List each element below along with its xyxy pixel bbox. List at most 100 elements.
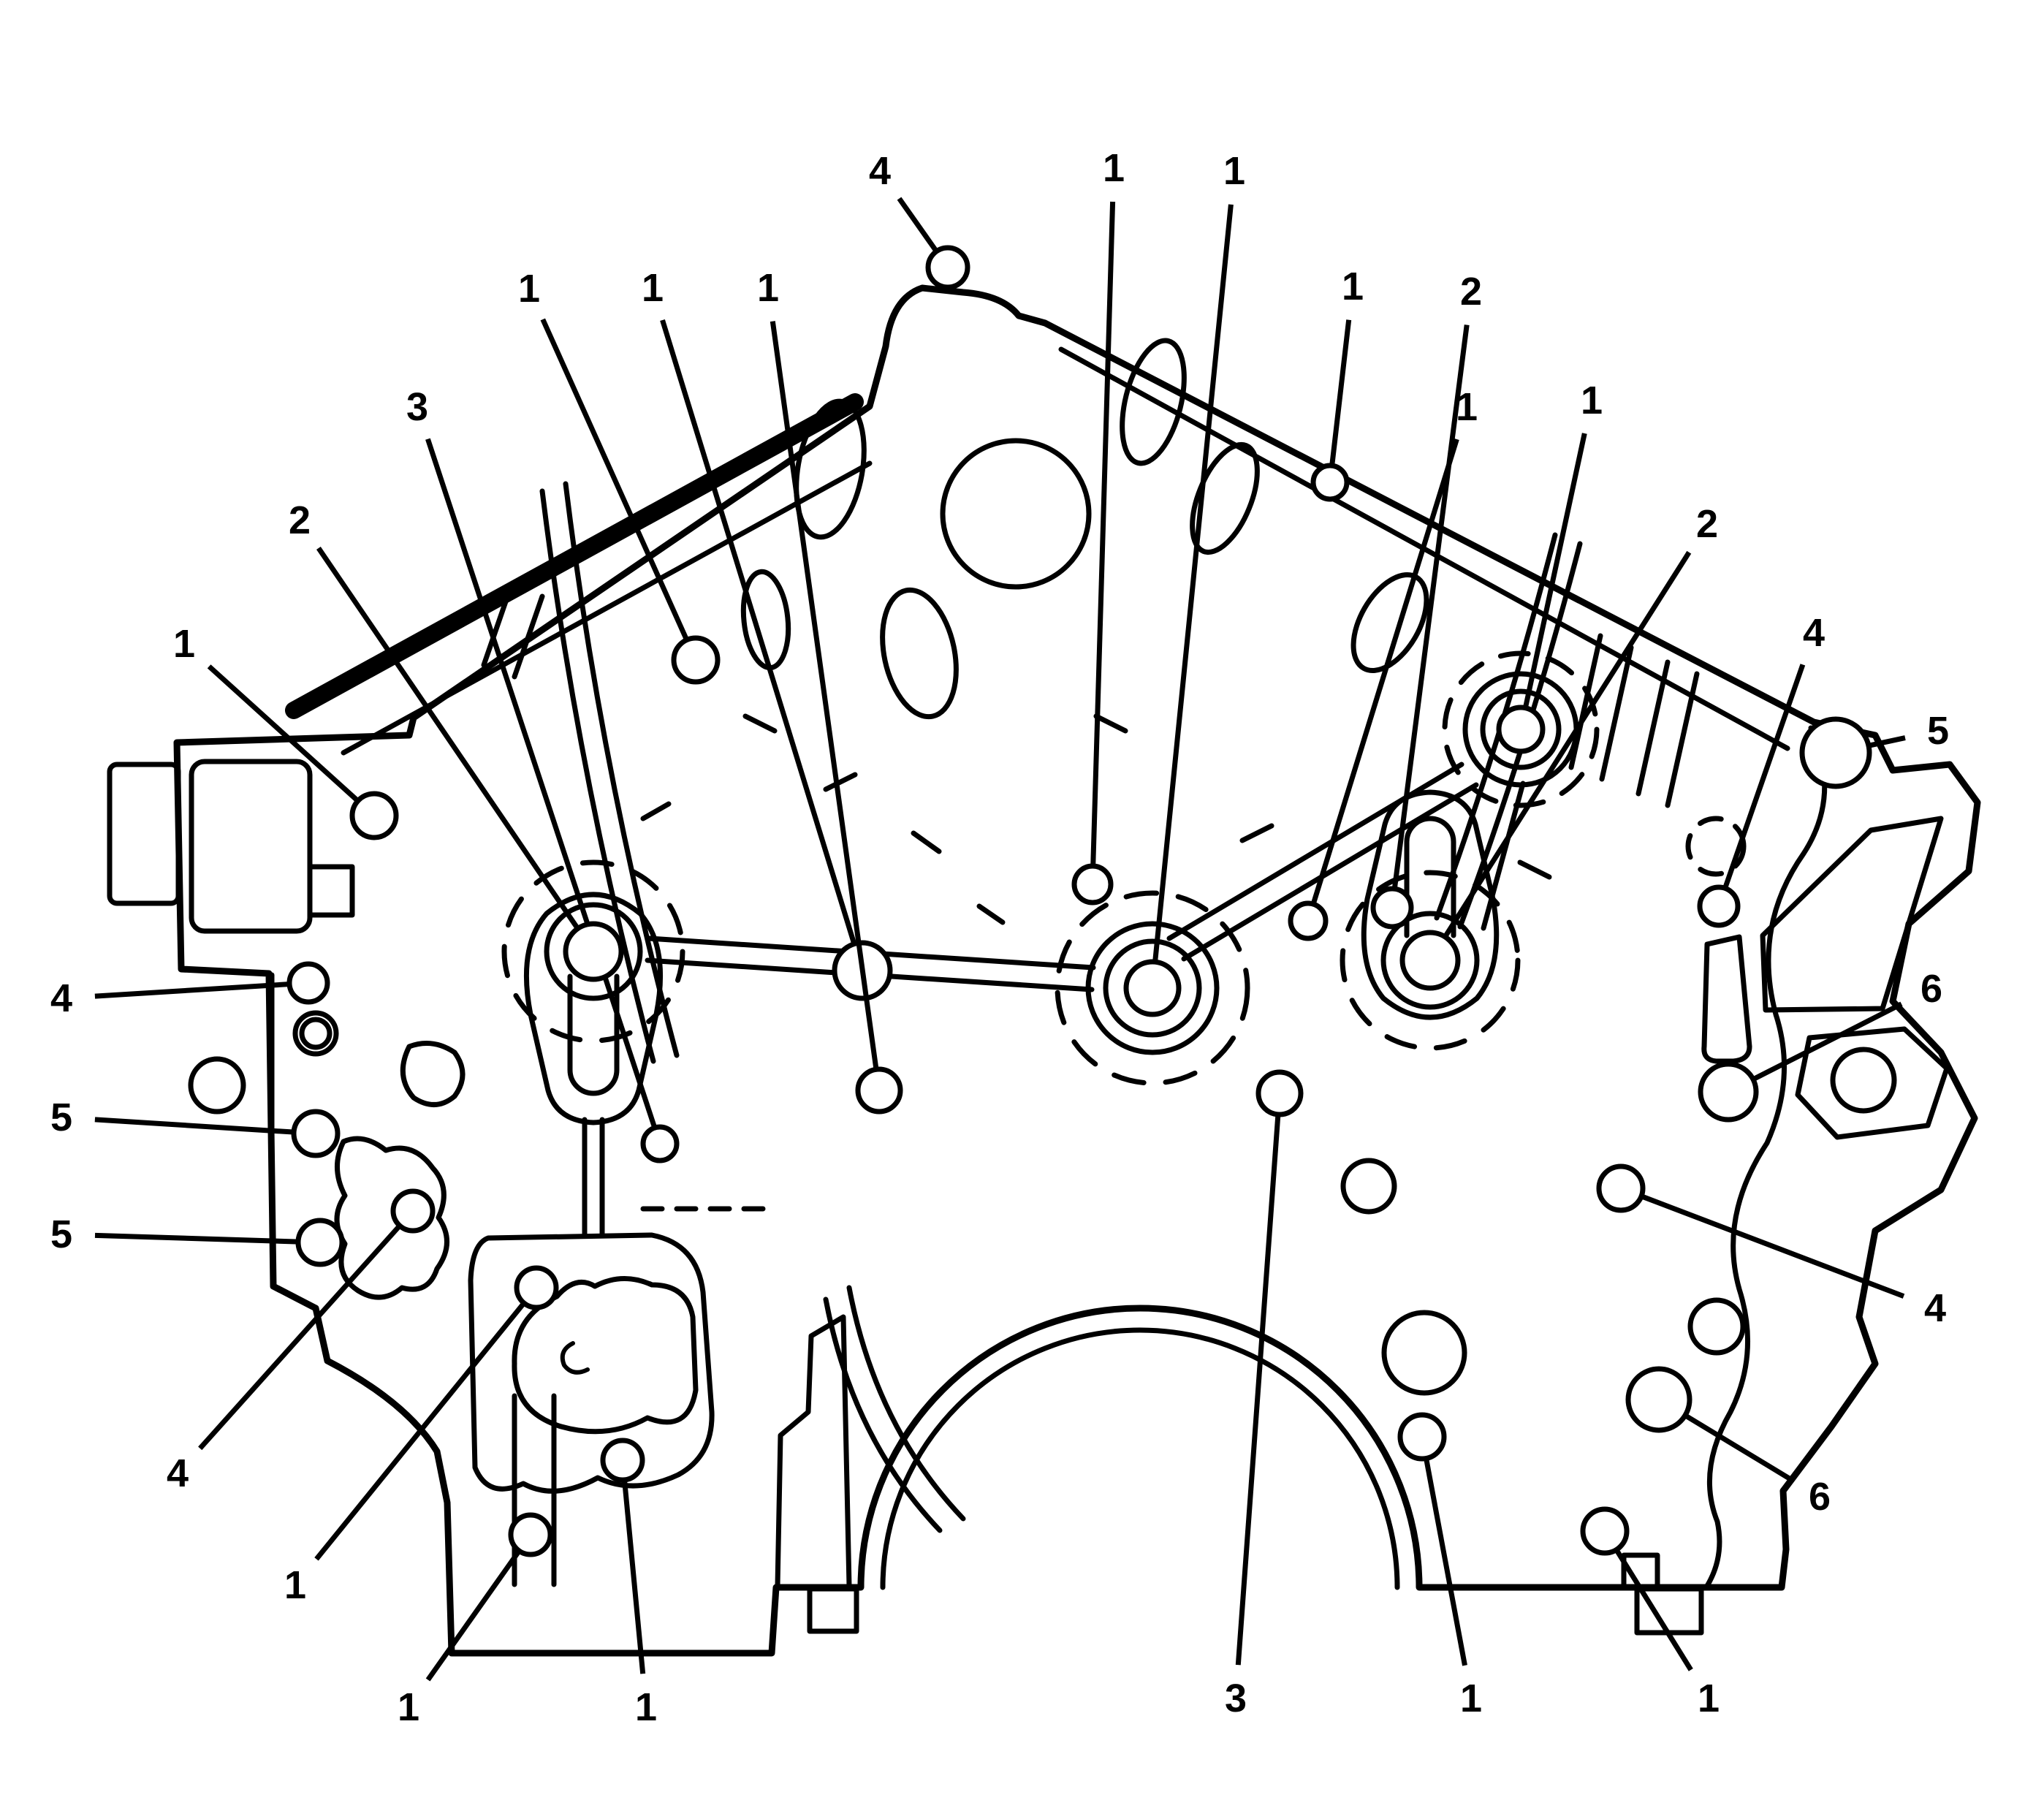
- callout-6-27: 6: [1625, 1366, 1831, 1519]
- callout-number: 1: [398, 1685, 419, 1729]
- bolt-hole: [1697, 884, 1741, 928]
- bolt-hole: [1698, 1061, 1759, 1123]
- callout-number: 1: [1460, 1677, 1482, 1720]
- bolt-hole: [1255, 1069, 1304, 1117]
- bolt-hole: [1596, 1163, 1646, 1213]
- callout-1-23: 1: [600, 1438, 657, 1729]
- callout-number: 4: [1924, 1286, 1946, 1330]
- base-feet: [807, 1586, 1704, 1636]
- bolt-hole: [640, 1124, 680, 1163]
- arch-step: [775, 1314, 852, 1589]
- engine-line-art: [107, 284, 1981, 1657]
- leader-line: [1329, 319, 1352, 464]
- callout-1-8: 1: [173, 622, 399, 840]
- callout-number: 6: [1920, 967, 1942, 1011]
- leader-line: [207, 664, 358, 802]
- callout-number: 3: [406, 385, 428, 429]
- leader-line: [198, 1225, 400, 1451]
- callout-number: 1: [173, 622, 195, 666]
- callout-1-3: 1: [518, 267, 721, 685]
- callout-number: 1: [1456, 385, 1478, 429]
- leader-line: [1392, 324, 1470, 887]
- bolt-hole: [1496, 705, 1546, 754]
- callout-4-17: 4: [50, 961, 330, 1020]
- callout-number: 1: [1223, 149, 1245, 193]
- callout-number: 5: [1927, 709, 1949, 753]
- callout-6-16: 6: [1698, 967, 1942, 1123]
- bolt-hole: [1399, 930, 1461, 991]
- engine-outline: [173, 284, 1981, 1657]
- callout-number: 3: [1225, 1677, 1247, 1720]
- leader-line: [622, 1481, 646, 1674]
- callout-5-18: 5: [50, 1096, 341, 1158]
- leader-line: [1311, 438, 1459, 903]
- leader-line: [1235, 1116, 1281, 1666]
- leader-line: [94, 982, 288, 999]
- callout-5-19: 5: [50, 1212, 345, 1267]
- leader-line: [770, 321, 879, 1068]
- leader-line: [425, 1551, 520, 1682]
- callout-number: 1: [284, 1563, 306, 1607]
- bolt-hole: [1397, 1412, 1447, 1462]
- callout-number: 2: [1460, 270, 1482, 314]
- callout-4-14: 4: [1697, 611, 1825, 928]
- bolt-hole: [563, 921, 624, 982]
- callout-number: 1: [635, 1685, 657, 1729]
- leader-line: [316, 547, 579, 929]
- callout-4-20: 4: [167, 1188, 436, 1495]
- callout-number: 4: [1803, 611, 1825, 655]
- callout-1-11: 1: [1288, 385, 1478, 941]
- bolt-hole: [291, 1109, 341, 1158]
- callout-number: 1: [1103, 146, 1125, 190]
- bolt-hole: [1370, 886, 1414, 930]
- bolt-hole: [855, 1066, 903, 1115]
- bolt-hole: [1625, 1366, 1692, 1433]
- callout-1-12: 1: [1496, 379, 1603, 754]
- casting-detail-ticks: [640, 713, 1552, 925]
- leader-line: [1642, 1194, 1905, 1299]
- callout-number: 5: [50, 1096, 72, 1139]
- leader-line: [1723, 664, 1806, 887]
- bolt-hole: [925, 245, 970, 290]
- callout-number: 1: [642, 266, 664, 310]
- leader-line: [1090, 201, 1116, 865]
- leader-line: [540, 318, 688, 639]
- leader-line: [1444, 550, 1692, 937]
- leader-line: [94, 1232, 297, 1245]
- leader-line: [1152, 204, 1234, 960]
- bolt-hole: [390, 1188, 436, 1234]
- callout-3-24: 3: [1225, 1069, 1304, 1720]
- callout-2-13: 2: [1399, 502, 1718, 991]
- camshaft-boss-left: [1055, 890, 1250, 1086]
- callout-number: 6: [1809, 1475, 1831, 1519]
- callout-1-26: 1: [1580, 1506, 1720, 1720]
- leader-line: [1754, 1001, 1903, 1081]
- bolt-hole: [1071, 863, 1114, 906]
- bolt-hole: [1799, 716, 1872, 789]
- left-mount-block: [107, 759, 355, 1158]
- leader-line: [660, 319, 856, 943]
- callout-5-15: 5: [1799, 709, 1949, 789]
- leader-line: [94, 1117, 292, 1135]
- callout-3-6: 3: [406, 385, 680, 1163]
- leader-line: [1870, 735, 1906, 748]
- callout-number: 1: [1581, 379, 1603, 422]
- lightening-beans: [740, 338, 1429, 720]
- bolt-hole: [514, 1265, 559, 1310]
- bolt-hole: [349, 791, 399, 840]
- leader-line: [425, 438, 657, 1127]
- callout-number: 4: [167, 1451, 189, 1495]
- bolt-hole: [508, 1512, 553, 1557]
- left-oil-gallery: [188, 1010, 466, 1300]
- callout-number: 4: [869, 149, 891, 193]
- right-oil-gallery: [1340, 816, 1950, 1590]
- callout-1-22: 1: [398, 1512, 553, 1729]
- valley-edge-band: [285, 393, 873, 756]
- callout-number: 1: [1698, 1677, 1720, 1720]
- callout-1-1: 1: [1071, 146, 1125, 906]
- callout-number: 1: [518, 267, 540, 311]
- callout-1-2: 1: [1123, 149, 1245, 1017]
- bolt-hole: [1310, 463, 1350, 502]
- leader-line: [897, 197, 938, 251]
